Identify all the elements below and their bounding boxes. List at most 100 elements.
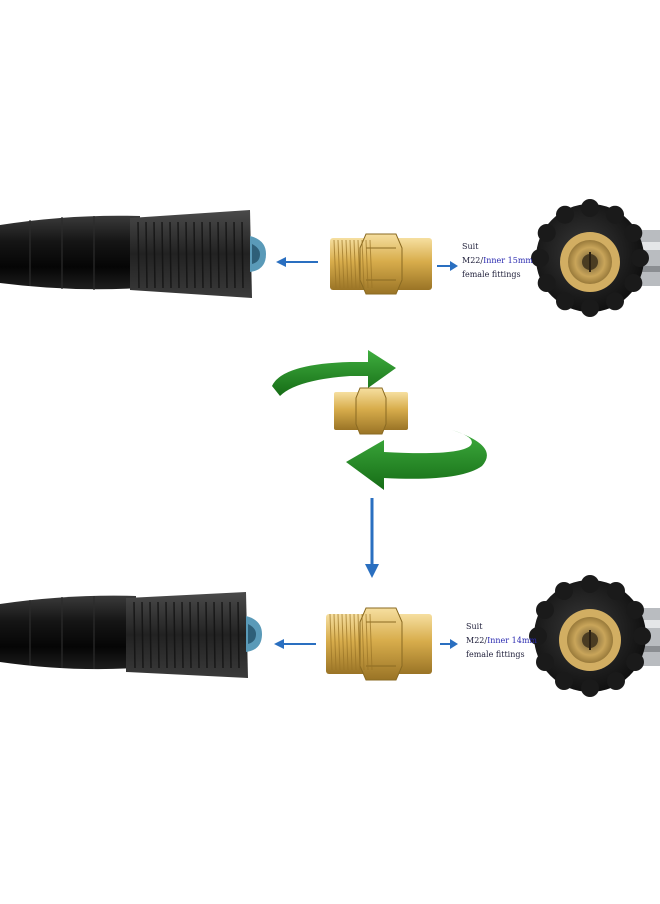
cap-grip-lobe xyxy=(624,224,643,242)
thread-line xyxy=(349,613,353,671)
label-thread: M22/ xyxy=(462,256,484,265)
nut-grip-rib xyxy=(213,601,216,669)
quick-connect-icon xyxy=(529,575,660,697)
label-suit: Suit xyxy=(462,242,479,251)
nut-grip-rib xyxy=(181,601,184,669)
nut-grip-rib xyxy=(157,601,160,669)
nut-grip-rib xyxy=(173,601,176,669)
thread-line xyxy=(341,239,345,289)
cap-grip-lobe xyxy=(631,249,649,267)
brass-coupler-icon xyxy=(330,233,432,295)
cap-grip-lobe xyxy=(607,582,625,600)
thread-line xyxy=(345,613,349,671)
thread-line xyxy=(361,613,365,671)
bottom-fitting-label: Suit M22/Inner 14mm female fittings xyxy=(466,620,576,662)
nut-grip-rib xyxy=(229,601,232,669)
label-suit: Suit xyxy=(466,622,483,631)
label-inner-size: Inner 15mm xyxy=(483,256,533,265)
nut-grip-rib xyxy=(193,221,196,289)
cap-grip-lobe xyxy=(626,653,644,671)
thread-line xyxy=(365,613,369,671)
thread-line xyxy=(341,613,345,671)
thread-line xyxy=(337,613,341,671)
nut-grip-rib xyxy=(137,221,140,289)
cap-grip-lobe xyxy=(555,672,573,690)
cap-grip-lobe xyxy=(624,274,643,292)
hose-end-icon xyxy=(0,215,140,290)
nut-grip-rib xyxy=(133,601,136,669)
cap-grip-lobe xyxy=(633,627,651,645)
cap-grip-lobe xyxy=(606,292,624,311)
quick-connect-icon xyxy=(531,199,660,317)
thread-line xyxy=(353,239,357,289)
cap-grip-lobe xyxy=(581,199,599,217)
nut-grip-rib xyxy=(189,601,192,669)
blue-arrow-icon xyxy=(437,261,458,271)
thread-line xyxy=(329,613,333,671)
cap-grip-lobe xyxy=(581,299,599,317)
nut-grip-rib xyxy=(241,221,244,289)
thread-line xyxy=(353,613,357,671)
thread-line xyxy=(361,239,365,289)
nut-grip-rib xyxy=(217,221,220,289)
hose-end-icon xyxy=(0,595,136,670)
cap-grip-lobe xyxy=(626,601,644,619)
label-female-fittings: female fittings xyxy=(466,650,525,659)
thread-line xyxy=(345,239,349,289)
cap-grip-lobe xyxy=(536,653,554,671)
nut-grip-rib xyxy=(149,601,152,669)
thread-line xyxy=(369,239,373,289)
cap-grip-lobe xyxy=(581,679,599,697)
nut-grip-rib xyxy=(141,601,144,669)
label-female-fittings: female fittings xyxy=(462,270,521,279)
cap-grip-lobe xyxy=(606,205,624,224)
nut-grip-rib xyxy=(209,221,212,289)
nut-grip-rib xyxy=(205,601,208,669)
green-rotate-arrow-icon xyxy=(346,430,487,490)
nut-grip-rib xyxy=(185,221,188,289)
hex-nut xyxy=(126,592,248,678)
nut-grip-rib xyxy=(165,601,168,669)
thread-line xyxy=(369,613,373,671)
label-thread: M22/ xyxy=(466,636,488,645)
nut-grip-rib xyxy=(169,221,172,289)
cap-grip-lobe xyxy=(536,601,554,619)
cap-grip-lobe xyxy=(531,249,549,267)
label-inner-size: Inner 14mm xyxy=(487,636,537,645)
blue-arrow-icon xyxy=(276,257,318,267)
nut-grip-rib xyxy=(153,221,156,289)
thread-line xyxy=(333,613,337,671)
nut-grip-rib xyxy=(237,601,240,669)
thread-line xyxy=(365,239,369,289)
blue-arrow-icon xyxy=(440,639,458,649)
cap-grip-lobe xyxy=(556,205,574,224)
nut-grip-rib xyxy=(221,601,224,669)
cap-grip-lobe xyxy=(537,274,556,292)
cap-grip-lobe xyxy=(581,575,599,593)
brass-coupler-icon xyxy=(326,607,432,681)
thread-line xyxy=(357,239,361,289)
hex-nut xyxy=(130,210,252,298)
cap-grip-lobe xyxy=(529,627,547,645)
thread-line xyxy=(349,239,353,289)
nut-grip-rib xyxy=(201,221,204,289)
cap-grip-lobe xyxy=(537,224,556,242)
blue-arrow-icon xyxy=(274,639,316,649)
brass-coupler-icon xyxy=(334,387,408,435)
thread-line xyxy=(337,239,341,289)
green-rotate-arrow-icon xyxy=(272,350,396,396)
cap-grip-lobe xyxy=(556,292,574,311)
thread-line xyxy=(333,239,337,289)
cap-grip-lobe xyxy=(555,582,573,600)
nut-grip-rib xyxy=(161,221,164,289)
nut-grip-rib xyxy=(225,221,228,289)
nut-grip-rib xyxy=(145,221,148,289)
blue-arrow-icon xyxy=(365,498,379,578)
thread-line xyxy=(357,613,361,671)
bottom-hose-assembly xyxy=(0,592,262,678)
nut-grip-rib xyxy=(233,221,236,289)
top-hose-assembly xyxy=(0,210,266,298)
top-fitting-label: Suit M22/Inner 15mm female fittings xyxy=(462,240,572,282)
nut-grip-rib xyxy=(177,221,180,289)
